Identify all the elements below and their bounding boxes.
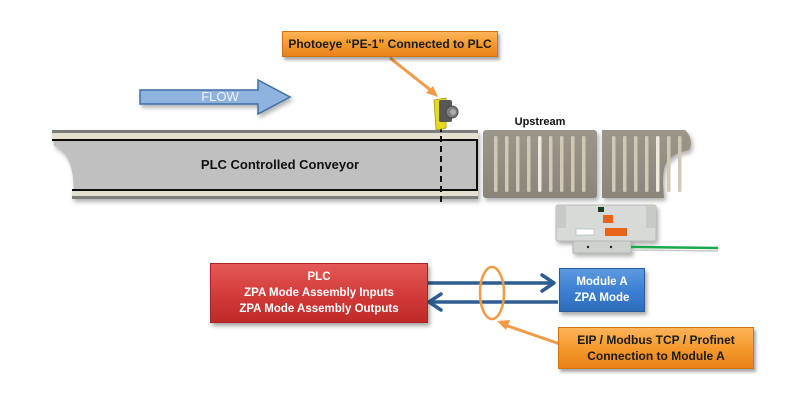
module-to-plc-arrow	[427, 292, 558, 312]
roller	[560, 136, 564, 192]
roller	[612, 136, 616, 192]
upstream-conveyor	[483, 130, 691, 198]
roller	[494, 136, 498, 192]
plc-conveyor	[52, 130, 478, 199]
module-a-box: Module A ZPA Mode	[559, 268, 645, 312]
roller	[667, 136, 671, 192]
connection-callout: EIP / Modbus TCP / Profinet Connection t…	[558, 327, 754, 369]
photoeye-callout: Photoeye “PE-1” Connected to PLC	[282, 31, 498, 57]
roller	[656, 136, 660, 192]
photoeye-callout-text: Photoeye “PE-1” Connected to PLC	[288, 37, 492, 51]
zpa-module-icon	[555, 204, 657, 254]
upstream-label: Upstream	[514, 116, 566, 128]
flow-arrow	[139, 78, 292, 116]
roller	[505, 136, 509, 192]
module-name: Module A	[576, 276, 628, 288]
photoeye-sensor-icon	[433, 97, 459, 131]
connection-callout-arrow	[497, 320, 561, 346]
plc-outputs-label: ZPA Mode Assembly Outputs	[239, 303, 399, 315]
plc-box: PLC ZPA Mode Assembly Inputs ZPA Mode As…	[210, 263, 428, 323]
conveyor-rollers	[494, 136, 682, 192]
photoeye-callout-arrow	[389, 56, 438, 97]
roller	[549, 136, 553, 192]
roller	[678, 136, 682, 192]
conveyor-label: PLC Controlled Conveyor	[200, 157, 360, 172]
plc-inputs-label: ZPA Mode Assembly Inputs	[244, 287, 394, 299]
ethernet-cable	[630, 245, 719, 250]
roller	[623, 136, 627, 192]
roller	[538, 136, 542, 192]
roller	[527, 136, 531, 192]
plc-to-module-arrow	[427, 273, 556, 293]
connection-highlight-ellipse	[478, 265, 506, 321]
connection-callout-line2: Connection to Module A	[587, 349, 725, 363]
roller	[582, 136, 586, 192]
roller	[634, 136, 638, 192]
module-mode: ZPA Mode	[574, 292, 630, 304]
connection-callout-line1: EIP / Modbus TCP / Profinet	[577, 333, 735, 347]
roller	[571, 136, 575, 192]
plc-title: PLC	[307, 271, 331, 283]
flow-label: FLOW	[201, 89, 239, 104]
roller	[516, 136, 520, 192]
roller	[645, 136, 649, 192]
